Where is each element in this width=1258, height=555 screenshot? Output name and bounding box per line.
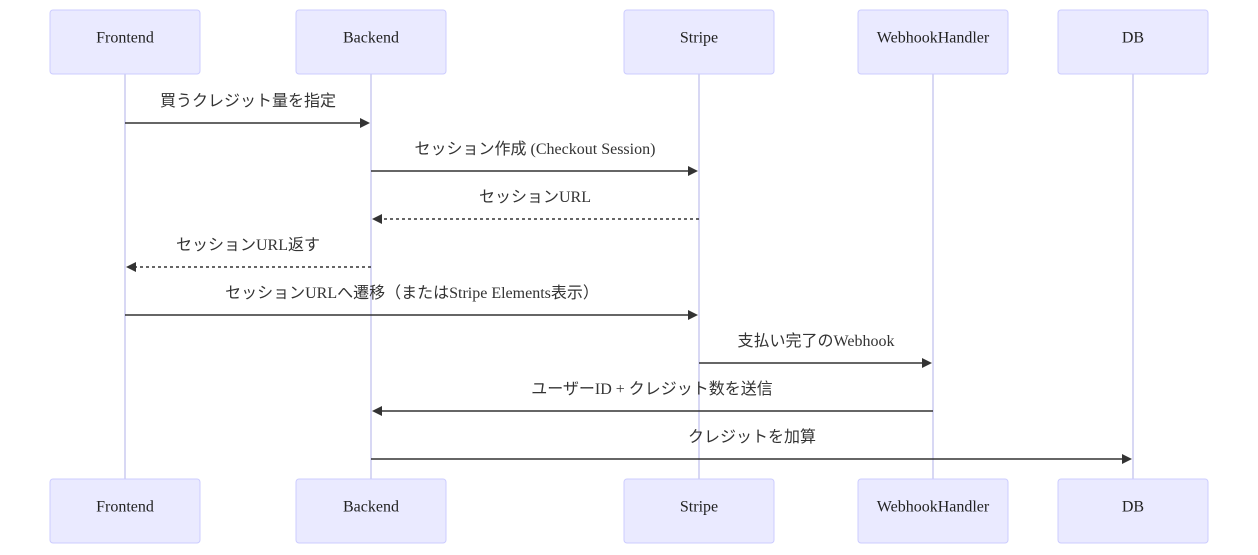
message-label: ユーザーID + クレジット数を送信 xyxy=(531,380,773,398)
message-8: クレジットを加算 xyxy=(371,427,1132,464)
arrowhead-icon xyxy=(126,262,136,272)
participant-stripe-top: Stripe xyxy=(623,9,775,75)
arrowhead-icon xyxy=(922,358,932,368)
message-3: セッションURL xyxy=(372,189,699,224)
message-2: セッション作成 (Checkout Session) xyxy=(371,140,698,176)
participant-box xyxy=(49,9,201,75)
message-label: 支払い完了のWebhook xyxy=(738,332,895,350)
participants-top: Frontend Backend Stripe WebhookHandler DB xyxy=(49,9,1209,75)
arrowhead-icon xyxy=(360,118,370,128)
participant-label: Stripe xyxy=(680,499,718,516)
participant-box xyxy=(623,478,775,544)
participant-box xyxy=(857,478,1009,544)
participant-box xyxy=(623,9,775,75)
participant-box xyxy=(1057,9,1209,75)
message-4: セッションURL返す xyxy=(126,236,371,272)
participant-label: Stripe xyxy=(680,30,718,47)
participant-webhook-top: WebhookHandler xyxy=(857,9,1009,75)
participant-backend-top: Backend xyxy=(295,9,447,75)
participant-backend-bottom: Backend xyxy=(295,478,447,544)
participant-label: Backend xyxy=(343,30,399,47)
participant-label: WebhookHandler xyxy=(877,499,990,516)
participant-db-bottom: DB xyxy=(1057,478,1209,544)
participant-label: DB xyxy=(1122,30,1144,47)
message-6: 支払い完了のWebhook xyxy=(699,332,932,368)
participant-label: WebhookHandler xyxy=(877,30,990,47)
participant-db-top: DB xyxy=(1057,9,1209,75)
lifelines xyxy=(124,74,1134,479)
participant-label: Frontend xyxy=(96,30,154,47)
participant-frontend-bottom: Frontend xyxy=(49,478,201,544)
participant-box xyxy=(49,478,201,544)
participants-bottom: Frontend Backend Stripe WebhookHandler DB xyxy=(49,478,1209,544)
participant-label: DB xyxy=(1122,499,1144,516)
participant-label: Backend xyxy=(343,499,399,516)
participant-box xyxy=(857,9,1009,75)
message-label: セッションURLへ遷移（またはStripe Elements表示） xyxy=(225,284,599,302)
arrowhead-icon xyxy=(1122,454,1132,464)
message-label: セッションURL xyxy=(479,189,591,206)
arrowhead-icon xyxy=(688,310,698,320)
arrowhead-icon xyxy=(372,214,382,224)
message-label: セッションURL返す xyxy=(176,236,320,254)
participant-box xyxy=(1057,478,1209,544)
participant-webhook-bottom: WebhookHandler xyxy=(857,478,1009,544)
message-1: 買うクレジット量を指定 xyxy=(125,92,370,128)
arrowhead-icon xyxy=(688,166,698,176)
message-label: セッション作成 (Checkout Session) xyxy=(415,140,656,158)
arrowhead-icon xyxy=(372,406,382,416)
message-7: ユーザーID + クレジット数を送信 xyxy=(372,380,933,416)
participant-box xyxy=(295,478,447,544)
message-5: セッションURLへ遷移（またはStripe Elements表示） xyxy=(125,284,698,320)
participant-box xyxy=(295,9,447,75)
participant-label: Frontend xyxy=(96,499,154,516)
message-label: クレジットを加算 xyxy=(688,427,816,446)
message-label: 買うクレジット量を指定 xyxy=(160,92,336,110)
participant-frontend-top: Frontend xyxy=(49,9,201,75)
participant-stripe-bottom: Stripe xyxy=(623,478,775,544)
